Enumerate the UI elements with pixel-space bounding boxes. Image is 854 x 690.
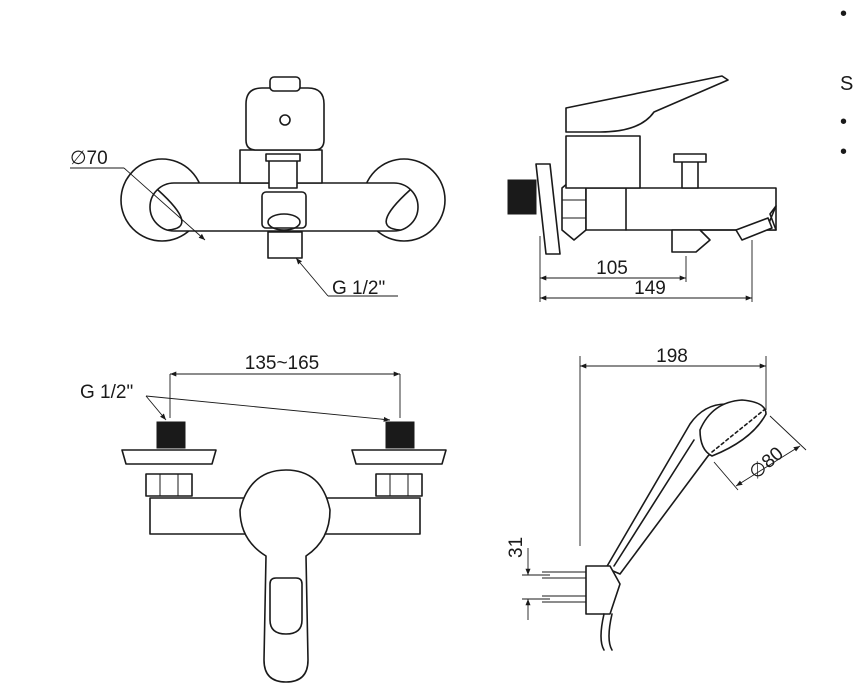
side-diverter bbox=[673, 153, 707, 163]
dim-dia80: ∅80 bbox=[746, 443, 788, 484]
dim-g-half-front: G 1/2" bbox=[332, 278, 385, 299]
edge-bullet-top: • bbox=[840, 3, 847, 25]
right-thread bbox=[385, 421, 415, 449]
top-view: 135~165 G 1/2" bbox=[80, 353, 447, 683]
side-thread bbox=[507, 179, 537, 215]
left-hex-nut bbox=[145, 473, 193, 497]
dim-105: 105 bbox=[596, 258, 628, 279]
side-spout bbox=[735, 217, 773, 241]
spout-outlet bbox=[261, 191, 307, 229]
front-view: ∅70 G 1/2" bbox=[70, 76, 446, 299]
lever-handle bbox=[245, 87, 325, 151]
dim-135-165: 135~165 bbox=[245, 353, 320, 374]
dim-198: 198 bbox=[656, 346, 688, 367]
right-hex-nut bbox=[375, 473, 423, 497]
edge-bullet-3: • bbox=[840, 141, 847, 163]
edge-letter-s: S bbox=[840, 73, 853, 95]
right-escutcheon bbox=[351, 449, 447, 465]
handle-cap bbox=[269, 76, 301, 92]
dim-g-half-top: G 1/2" bbox=[80, 382, 133, 403]
wall-holder bbox=[585, 565, 621, 615]
edge-bullet-2: • bbox=[840, 111, 847, 133]
diverter-knob bbox=[268, 157, 298, 189]
dim-dia70: ∅70 bbox=[70, 148, 108, 169]
hose-connector bbox=[267, 231, 303, 259]
side-neck bbox=[565, 135, 641, 189]
shower-head bbox=[699, 399, 767, 457]
side-escutcheon bbox=[535, 163, 561, 255]
left-escutcheon bbox=[121, 449, 217, 465]
dim-149: 149 bbox=[634, 278, 666, 299]
side-lever bbox=[565, 75, 729, 133]
dim-31: 31 bbox=[506, 537, 527, 558]
side-view: 105 149 bbox=[507, 75, 777, 302]
side-body bbox=[585, 187, 777, 231]
hand-shower-view: 198 ∅80 31 bbox=[506, 346, 807, 651]
left-thread bbox=[156, 421, 186, 449]
top-lever bbox=[239, 469, 331, 683]
side-hose-outlet bbox=[671, 229, 711, 253]
handle-screw bbox=[279, 114, 291, 126]
